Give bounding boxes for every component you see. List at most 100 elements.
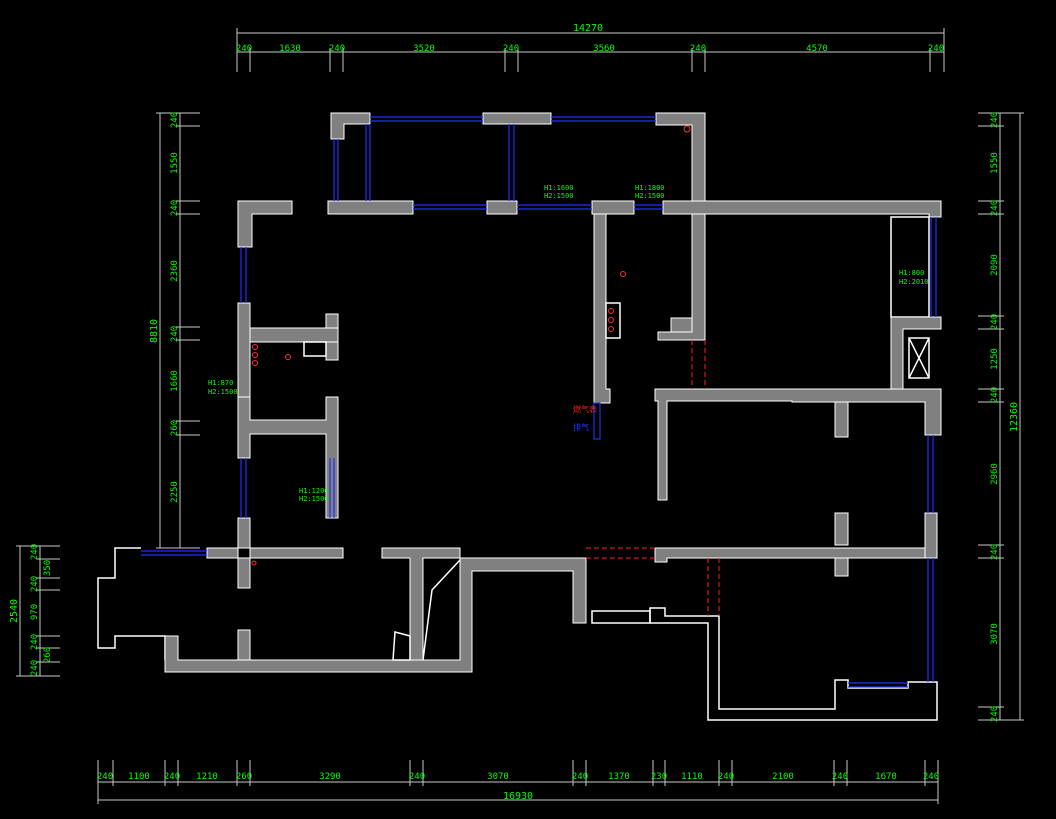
right-dim: 1550 [990,152,1000,174]
fixture-labels: 燃气表 排气 [573,402,601,440]
window-label-h2: H2:1500 [299,495,329,503]
balcony-wall [237,629,251,662]
windows [141,116,937,688]
bottom-dim: 1210 [196,772,218,782]
window-label-h1: H1:1800 [635,184,665,192]
left-dim: 1660 [170,370,180,392]
left-lower-dim: 240 [30,660,40,676]
bottom-dim: 2100 [772,772,794,782]
right-dim: 240 [990,314,1000,330]
top-dim: 240 [928,44,944,54]
left-dim: 260 [170,420,180,436]
bottom-dimension-string: 240 1100 240 1210 260 3290 240 3070 240 … [97,760,939,804]
right-dim: 2960 [990,463,1000,485]
bottom-dim: 230 [651,772,667,782]
door-swing [422,559,461,661]
bath-wall-stub [325,313,339,329]
left-dim: 240 [170,112,180,128]
gas-point-icon [620,271,626,277]
walls [97,112,942,721]
left-dim: 1550 [170,152,180,174]
left-dim: 240 [170,200,180,216]
left-lower-dim: 240 [30,544,40,560]
top-dim: 240 [690,44,706,54]
door-swing [392,631,411,661]
drain-icon [252,360,258,366]
left-lower-dimension-string: 2540 240 350 240 970 240 260 240 [9,544,60,677]
left-lower-dim: 240 [30,576,40,592]
bay-wall-right [655,112,706,341]
drain-icon [608,326,614,332]
top-total-dim: 14270 [573,23,603,34]
window-labels: H1:1600 H2:1500 H1:1800 H2:1500 H1:800 H… [208,184,929,503]
right-dim: 240 [990,387,1000,403]
meter-box [593,402,601,440]
drain-icon [252,344,258,350]
gas-point-icon [683,125,691,133]
left-dimension-string: 8810 240 1550 240 2360 240 1660 260 2250 [149,112,200,549]
stub-wall [834,401,849,438]
top-dim: 3520 [413,44,435,54]
balcony-wall [206,547,239,559]
top-dim: 4570 [806,44,828,54]
bath-wall [249,327,339,343]
north-wall-seg [486,200,518,215]
window-label-h1: H1:800 [899,269,924,277]
bedroom-south-wall [249,547,344,559]
drain-icon [252,352,258,358]
bottom-dim: 240 [164,772,180,782]
bottom-dim: 1670 [875,772,897,782]
left-lower-dim: 970 [30,604,40,620]
left-total-dim: 8810 [149,319,160,343]
passage-outline [591,610,651,624]
duct-shaft [908,337,930,379]
window-label-h2: H2:1500 [635,192,665,200]
top-dim: 3560 [593,44,615,54]
left-dim: 2250 [170,481,180,503]
bottom-dim: 260 [236,772,252,782]
left-lower-dim: 240 [30,634,40,650]
drain-icon [608,308,614,314]
lower-right-outline [649,607,938,721]
top-dim: 240 [329,44,345,54]
bottom-dim: 1370 [608,772,630,782]
bottom-dim: 3070 [487,772,509,782]
corridor-wall [237,396,339,519]
window-label-h1: H1:870 [208,379,233,387]
door-openings [586,340,720,616]
drain-icon [251,560,257,566]
top-dimension-string: 14270 240 1630 240 3520 240 3560 240 457… [236,23,945,72]
east-wall-seg [924,512,938,559]
kitchen-counter [670,317,693,333]
bottom-dim: 240 [572,772,588,782]
bottom-dim: 240 [832,772,848,782]
window-label-h1: H1:1200 [299,487,329,495]
stub-wall [834,557,849,577]
window-label-h2: H2:2010 [899,278,929,286]
top-dim: 240 [236,44,252,54]
north-wall-left [237,200,293,248]
top-dim: 240 [503,44,519,54]
utility-alcove [890,216,930,318]
right-total-dim: 12360 [1009,402,1020,432]
left-dim: 240 [170,326,180,342]
exhaust-label: 排气 [573,422,589,432]
stub-wall [834,512,849,546]
south-wall-left [164,557,587,673]
window-label-h2: H2:1500 [208,388,238,396]
left-lower-total-dim: 2540 [9,599,20,623]
right-dim: 3070 [990,623,1000,645]
kitchen-partition [592,213,611,404]
north-wall-seg [591,200,635,215]
bottom-dim: 240 [409,772,425,782]
bedroom-wall [654,547,926,563]
balcony-outline [97,547,166,660]
bottom-dim: 240 [97,772,113,782]
right-dim: 1250 [990,348,1000,370]
gas-point-icon [285,354,291,360]
right-dim: 2090 [990,254,1000,276]
bottom-dim: 1110 [681,772,703,782]
bottom-total-dim: 16930 [503,791,533,802]
bottom-dim: 240 [923,772,939,782]
